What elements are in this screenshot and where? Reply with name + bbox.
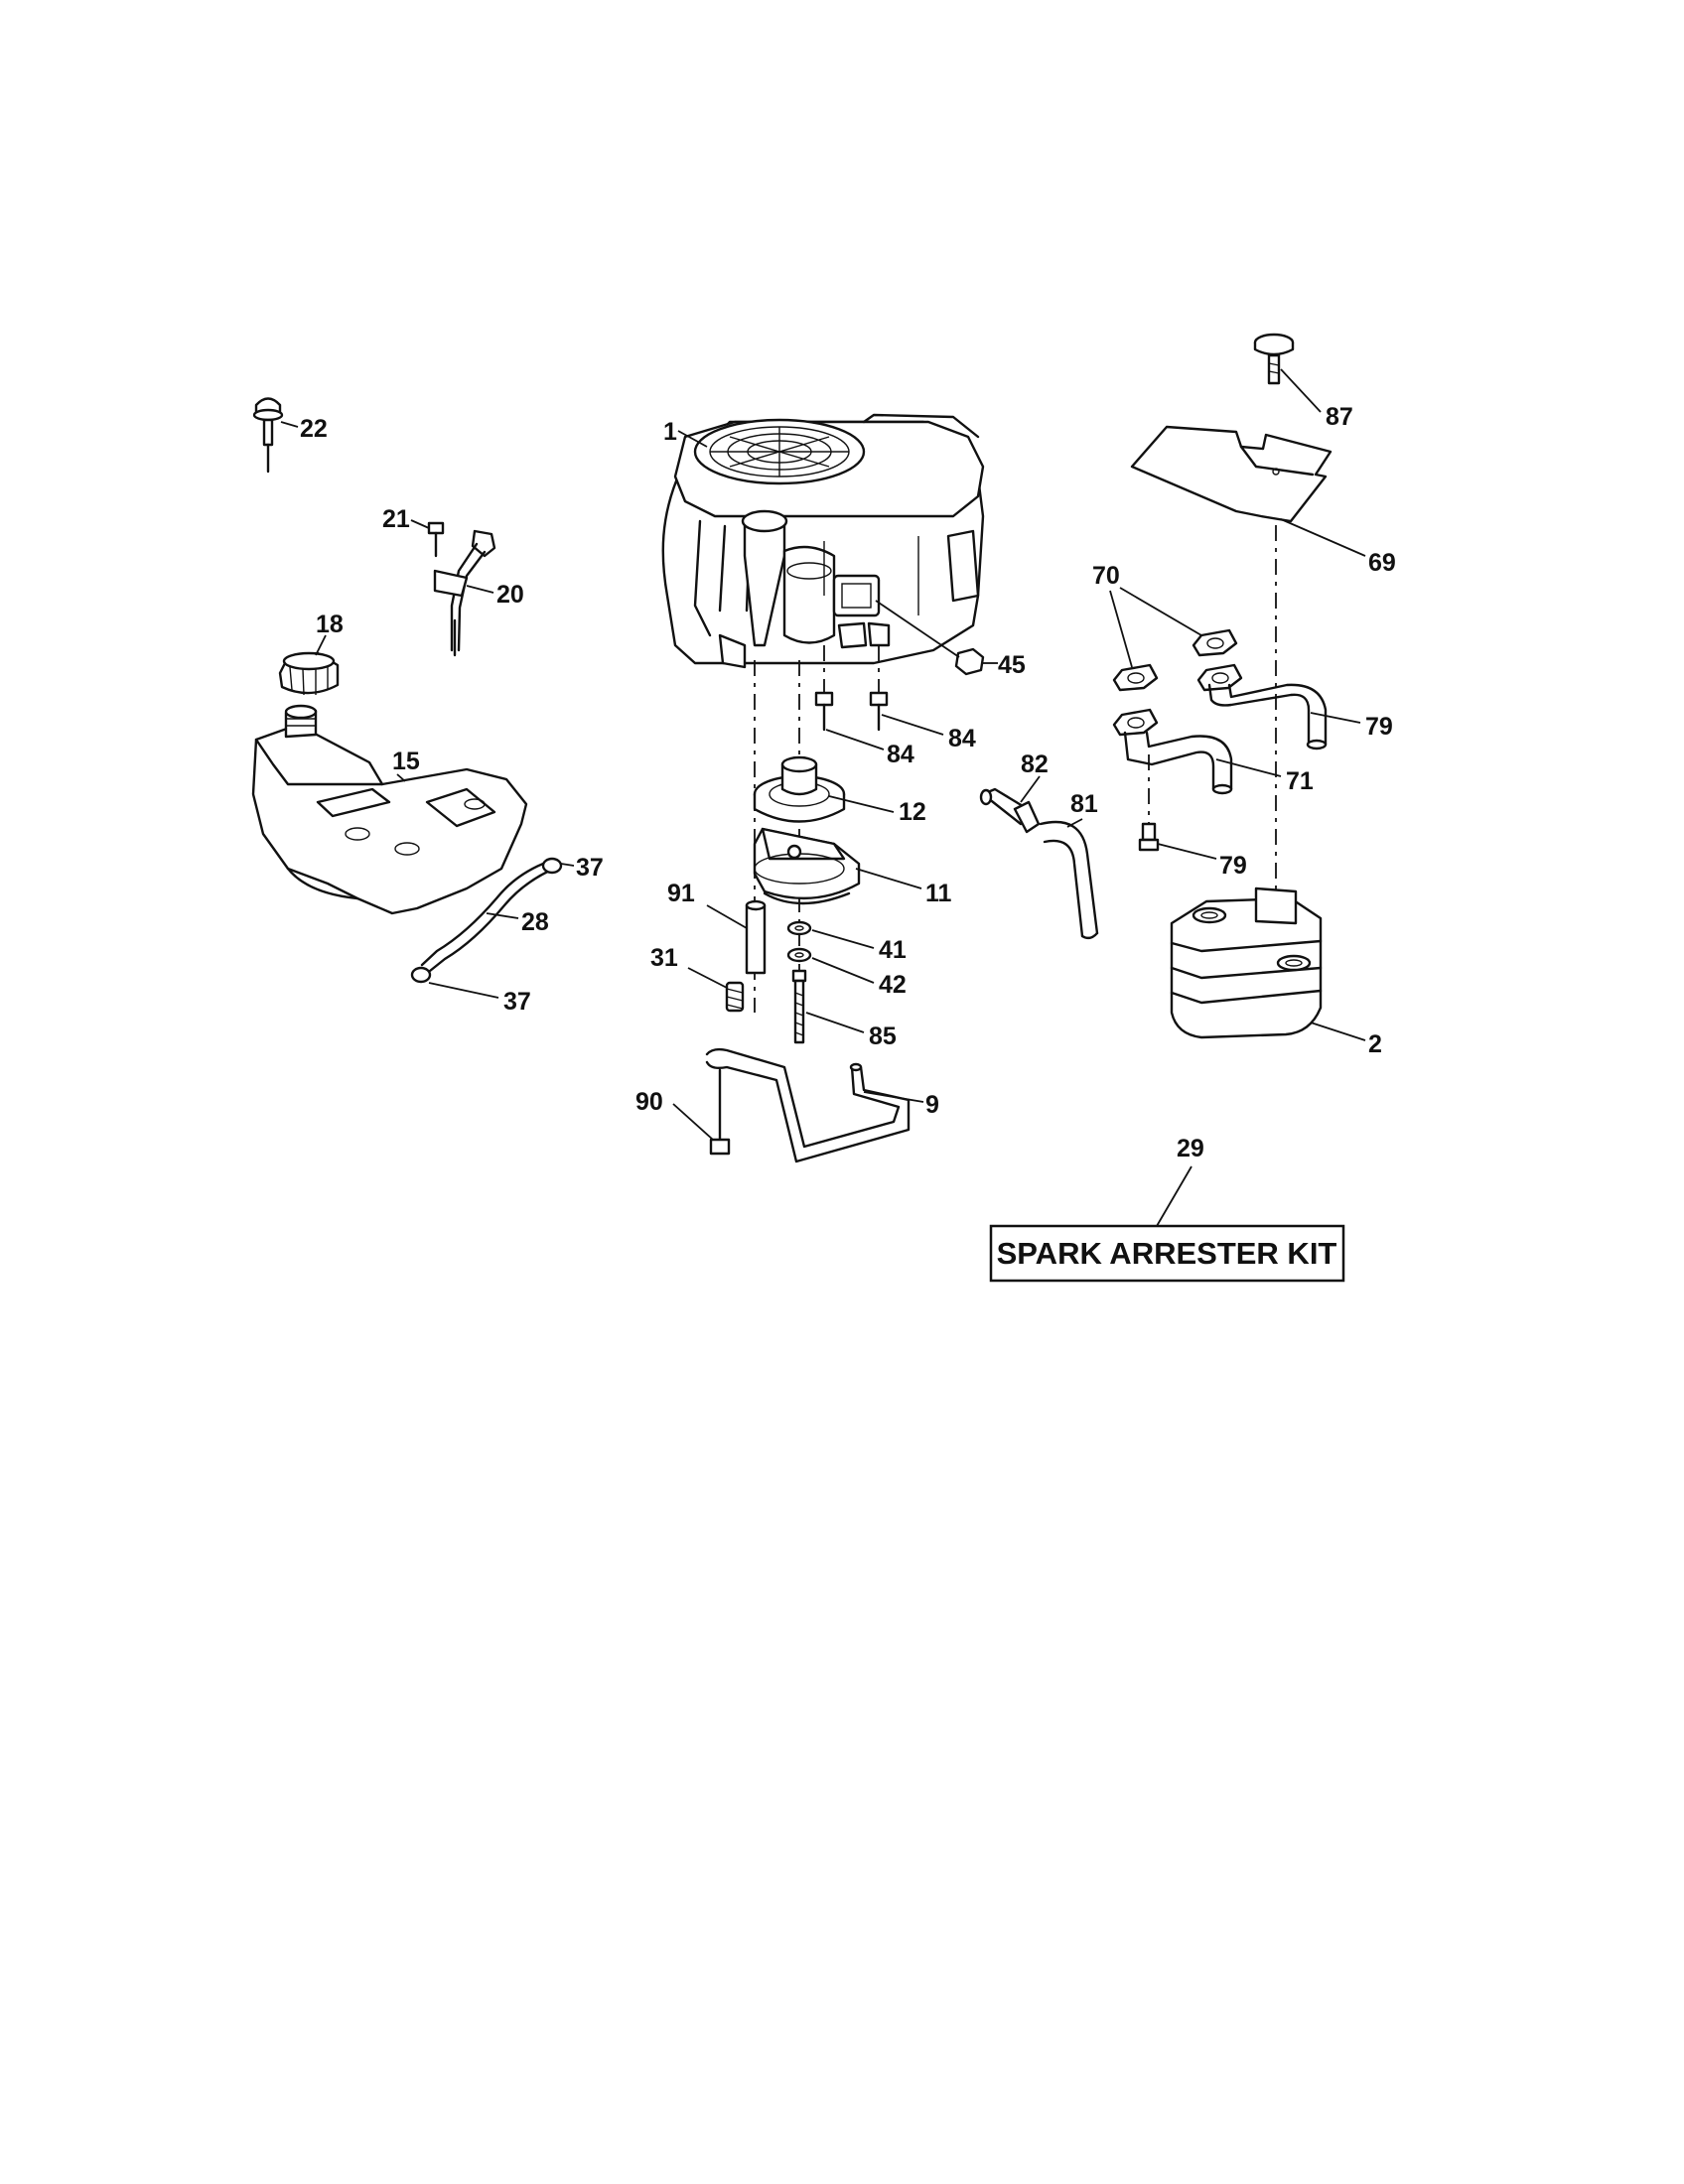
leader-9: [863, 1091, 924, 1103]
exhaust-pipe-icon[interactable]: [1207, 683, 1328, 751]
part-label-62: 69: [1368, 549, 1396, 577]
heat-shield-icon[interactable]: [1130, 425, 1333, 523]
bolt-icon[interactable]: [1253, 333, 1295, 385]
part-label-31: 31: [650, 944, 678, 972]
gasket-icon[interactable]: [1112, 628, 1243, 737]
dipstick-tube-icon[interactable]: [433, 529, 496, 657]
part-label-84b: 84: [948, 725, 976, 752]
leader-18: [315, 634, 327, 656]
leader-91: [706, 904, 748, 929]
screw-icon[interactable]: [1138, 822, 1160, 852]
part-label-70: 71: [1286, 767, 1314, 795]
leader-11: [855, 868, 922, 889]
hose-clamp-icon[interactable]: [410, 966, 432, 984]
leader-69b: [1119, 587, 1202, 636]
leader-84b: [881, 714, 944, 736]
part-label-37b: 37: [503, 988, 531, 1016]
muffler-icon[interactable]: [1170, 887, 1323, 1039]
part-label-37a: 37: [576, 854, 604, 882]
leader-31: [687, 967, 728, 989]
part-label-2: 2: [1368, 1030, 1382, 1058]
leader-70: [1215, 758, 1282, 777]
part-label-45: 45: [998, 651, 1026, 679]
part-label-1: 1: [663, 418, 677, 446]
part-label-11: 11: [925, 880, 952, 907]
leader-62: [1280, 518, 1366, 557]
hose-icon[interactable]: [1039, 820, 1099, 940]
exhaust-pipe-icon[interactable]: [1123, 731, 1233, 795]
bolt-icon[interactable]: [814, 691, 889, 732]
bolt-icon[interactable]: [791, 969, 807, 1044]
part-label-91: 91: [667, 880, 695, 907]
part-label-84a: 84: [887, 741, 914, 768]
leader-79: [1157, 843, 1217, 860]
part-label-90: 90: [635, 1088, 663, 1116]
part-label-18: 18: [316, 611, 344, 638]
leader-69a: [1109, 590, 1133, 668]
part-label-79: 79: [1219, 852, 1247, 880]
part-label-42: 42: [879, 971, 907, 999]
set-screw-icon[interactable]: [725, 981, 745, 1013]
fuel-line-icon[interactable]: [420, 860, 558, 973]
part-label-12: 12: [899, 798, 926, 826]
hose-clamp-icon[interactable]: [541, 857, 563, 875]
part-label-82: 82: [1021, 751, 1049, 778]
brace-bar-icon[interactable]: [705, 1047, 911, 1163]
washer-icon[interactable]: [786, 947, 812, 963]
part-label-29: 29: [1177, 1135, 1204, 1162]
part-label-71: 79: [1365, 713, 1393, 741]
leader-21: [410, 519, 430, 529]
leader-15: [396, 773, 406, 782]
bolt-icon[interactable]: [709, 1068, 731, 1156]
engine-icon[interactable]: [661, 413, 985, 669]
part-label-21: 21: [382, 505, 410, 533]
part-label-85: 85: [869, 1023, 897, 1050]
part-label-15: 15: [392, 748, 420, 775]
part-label-41: 41: [879, 936, 907, 964]
leader-71: [1310, 712, 1361, 724]
leader-29: [1156, 1165, 1193, 1227]
leader-37a: [560, 863, 575, 867]
leader-90: [672, 1103, 714, 1141]
screw-icon[interactable]: [427, 521, 445, 558]
leader-42: [811, 957, 875, 984]
leader-81: [1066, 818, 1083, 828]
fuel-tank-icon[interactable]: [251, 704, 528, 915]
leader-85: [805, 1012, 865, 1033]
spark-arrester-kit-box[interactable]: SPARK ARRESTER KIT: [989, 1224, 1345, 1283]
part-label-87: 87: [1326, 403, 1353, 431]
part-label-22: 22: [300, 415, 328, 443]
leader-20: [466, 585, 494, 594]
spark-arrester-kit-label: SPARK ARRESTER KIT: [997, 1236, 1337, 1271]
electric-clutch-icon[interactable]: [753, 827, 861, 905]
leader-84a: [825, 729, 885, 751]
part-label-81: 81: [1070, 790, 1098, 818]
fitting-icon[interactable]: [979, 787, 1041, 834]
leader-2: [1310, 1022, 1366, 1041]
leader-22: [280, 421, 299, 428]
part-label-69: 70: [1092, 562, 1120, 590]
leader-28: [486, 912, 519, 919]
part-label-20: 20: [496, 581, 524, 609]
leader-12: [828, 795, 895, 813]
part-label-28: 28: [521, 908, 549, 936]
bolt-icon[interactable]: [252, 397, 284, 474]
pulley-icon[interactable]: [753, 755, 846, 823]
fuel-cap-icon[interactable]: [278, 651, 340, 696]
part-label-9: 9: [925, 1091, 939, 1119]
leader-37b: [428, 982, 499, 999]
leader-41: [811, 929, 875, 949]
leader-87: [1280, 368, 1322, 413]
lock-washer-icon[interactable]: [786, 920, 812, 936]
leader-82: [1020, 775, 1041, 803]
leader-1: [677, 430, 708, 448]
spacer-icon[interactable]: [745, 899, 767, 975]
nut-icon[interactable]: [954, 647, 985, 676]
